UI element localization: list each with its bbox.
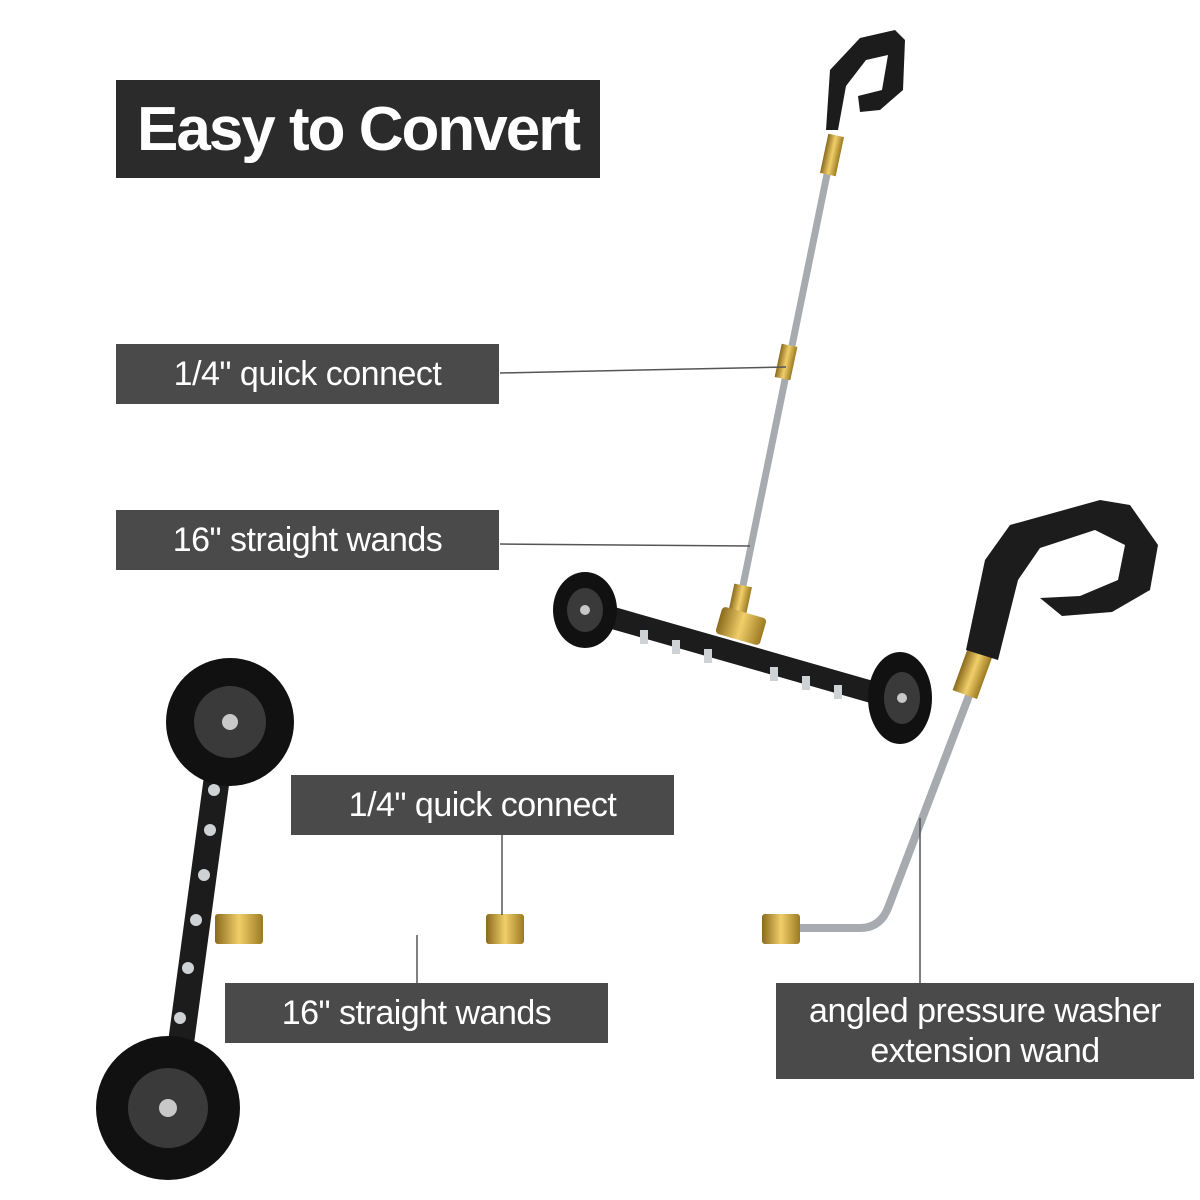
upper-top-brass-fitting <box>820 133 844 177</box>
upper-nozzles <box>640 630 842 699</box>
lower-spray-gun <box>966 500 1158 660</box>
upper-straight-wand <box>734 146 836 614</box>
upper-right-wheel <box>868 652 932 744</box>
callout-angled-wand-line1: angled pressure washer <box>809 992 1161 1030</box>
lower-nozzles <box>174 784 220 1024</box>
callout-bottom-quick-connect: 1/4" quick connect <box>291 775 674 835</box>
upper-cleaner-bar <box>574 599 911 711</box>
horizontal-assembly <box>96 500 1158 1180</box>
lower-right-brass-coupler <box>762 914 800 944</box>
lower-quick-connect-fitting <box>486 914 524 944</box>
angled-wand-top-fitting <box>952 645 994 699</box>
upper-spray-gun <box>826 30 905 130</box>
leader-lines <box>416 366 921 983</box>
callout-top-straight-wands: 16" straight wands <box>116 510 499 570</box>
callout-angled-wand: angled pressure washer extension wand <box>776 983 1194 1079</box>
callout-bottom-straight-wands: 16" straight wands <box>225 983 608 1043</box>
angled-extension-wand <box>790 678 979 932</box>
upper-left-wheel <box>553 572 617 648</box>
upper-center-coupler <box>715 607 767 645</box>
upright-assembly <box>553 30 932 744</box>
lower-left-brass-coupler <box>215 914 263 944</box>
lower-top-wheel <box>166 658 294 786</box>
lower-bottom-wheel <box>96 1036 240 1180</box>
upper-quick-connect-fitting <box>774 343 798 381</box>
callout-angled-wand-line2: extension wand <box>870 1032 1100 1070</box>
callout-top-quick-connect: 1/4" quick connect <box>116 344 499 404</box>
page-title: Easy to Convert <box>116 80 600 178</box>
